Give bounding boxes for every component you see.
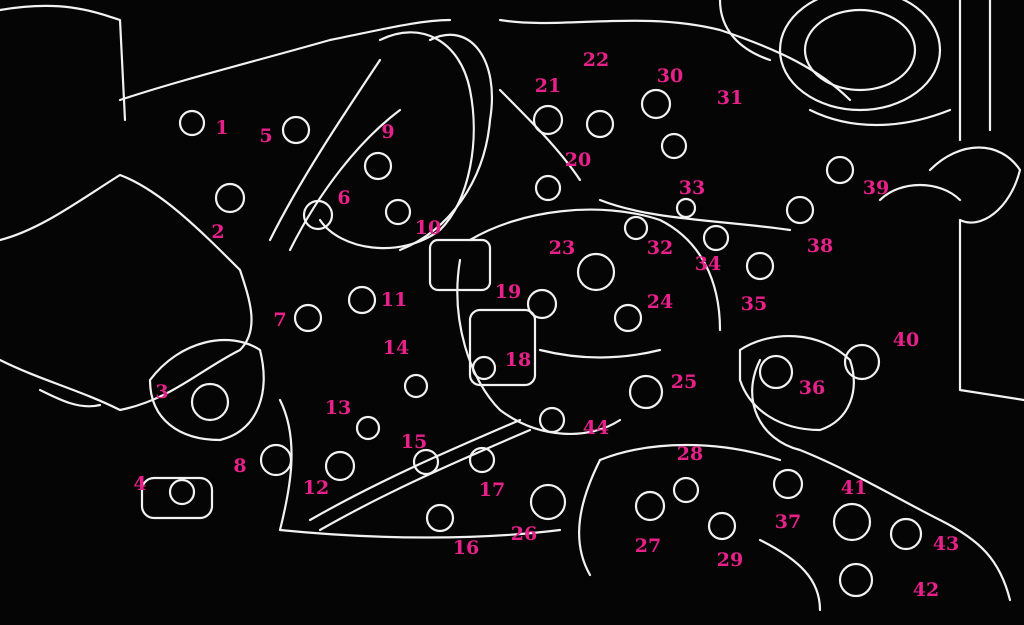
label-33: 33 — [679, 177, 705, 199]
label-32: 32 — [647, 237, 673, 259]
label-10: 10 — [415, 217, 441, 239]
label-41: 41 — [841, 477, 867, 499]
label-1: 1 — [215, 117, 228, 139]
label-34: 34 — [695, 253, 721, 275]
label-24: 24 — [647, 291, 673, 313]
label-8: 8 — [233, 455, 246, 477]
label-18: 18 — [505, 349, 531, 371]
label-21: 21 — [535, 75, 561, 97]
label-17: 17 — [479, 479, 505, 501]
label-25: 25 — [671, 371, 697, 393]
label-13: 13 — [325, 397, 351, 419]
label-11: 11 — [381, 289, 407, 311]
label-31: 31 — [717, 87, 743, 109]
label-14: 14 — [383, 337, 409, 359]
background-line-art — [0, 0, 1024, 612]
label-40: 40 — [893, 329, 919, 351]
label-44: 44 — [583, 417, 609, 439]
label-37: 37 — [775, 511, 801, 533]
label-26: 26 — [511, 523, 537, 545]
label-43: 43 — [933, 533, 959, 555]
label-22: 22 — [583, 49, 609, 71]
label-36: 36 — [799, 377, 825, 399]
label-9: 9 — [381, 121, 394, 143]
label-7: 7 — [273, 309, 286, 331]
label-30: 30 — [657, 65, 683, 87]
label-16: 16 — [453, 537, 479, 559]
label-20: 20 — [565, 149, 591, 171]
label-38: 38 — [807, 235, 833, 257]
label-39: 39 — [863, 177, 889, 199]
label-4: 4 — [133, 473, 146, 495]
label-28: 28 — [677, 443, 703, 465]
label-23: 23 — [549, 237, 575, 259]
label-2: 2 — [211, 221, 224, 243]
label-12: 12 — [303, 477, 329, 499]
number-labels: 1 2 3 4 5 6 7 8 9 10 11 12 13 14 15 16 1… — [133, 49, 959, 601]
label-27: 27 — [635, 535, 661, 557]
label-6: 6 — [337, 187, 350, 209]
label-19: 19 — [495, 281, 521, 303]
label-35: 35 — [741, 293, 767, 315]
label-15: 15 — [401, 431, 427, 453]
watch-drawings — [168, 88, 923, 598]
label-42: 42 — [913, 579, 939, 601]
label-3: 3 — [155, 381, 168, 403]
label-29: 29 — [717, 549, 743, 571]
label-5: 5 — [259, 125, 272, 147]
